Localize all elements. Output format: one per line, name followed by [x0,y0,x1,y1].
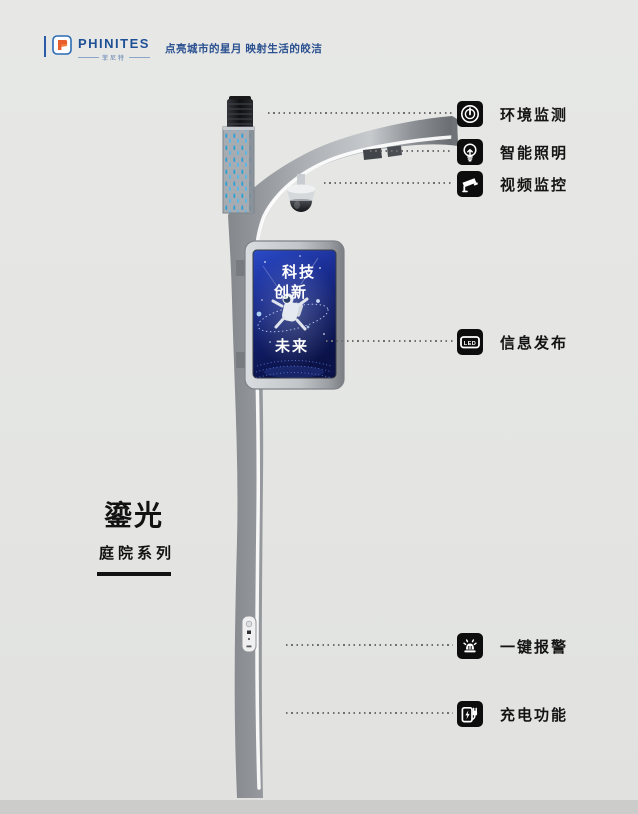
product-name-block: 鎏光 庭院系列 [97,494,171,576]
brand-subtitle-text: 菲尼特 [101,56,126,62]
astronaut-graphic [271,293,309,331]
alarm-icon [457,633,483,659]
screen-text-line2: 创新 [273,283,308,301]
antenna [227,96,253,135]
led-strip-panel [222,126,255,214]
alarm-button-panel [241,615,257,653]
feature-label-charging: 充电功能 [500,706,569,724]
screen-text-line3: 未来 [274,337,309,355]
callout-line-env [268,112,453,114]
led-badge-text: LED [464,341,476,347]
callout-line-info [326,340,453,342]
brand-header: PHINITES 菲尼特 点亮城市的星月 映射生活的皎洁 [44,35,322,62]
brand-subtitle: 菲尼特 [78,53,150,62]
display-screen: 科技 创新 未来 [244,240,345,390]
feature-label-info: 信息发布 [500,334,569,352]
feature-label-video: 视频监控 [500,176,569,194]
pole-body [228,116,458,798]
callout-line-video [324,182,453,184]
subtitle-line-left [78,57,99,58]
brand-name: PHINITES [78,36,150,51]
underline-rule [97,572,171,576]
feature-label-alarm: 一键报警 [500,638,569,656]
brand-text: PHINITES 菲尼特 [78,35,150,62]
callout-env-monitoring: 环境监测 [457,101,568,127]
light-strip [253,135,454,790]
charging-icon [457,701,483,727]
callout-line-light [370,150,453,152]
callout-line-alarm [286,644,453,646]
camera [286,174,316,212]
callout-one-key-alarm: 一键报警 [457,633,568,659]
feature-label-lighting: 智能照明 [500,144,569,162]
gauge-icon [457,101,483,127]
bulb-icon [457,139,483,165]
brand-tagline: 点亮城市的星月 映射生活的皎洁 [164,43,323,55]
screen-text-line1: 科技 [282,263,316,281]
callout-charging: 充电功能 [457,701,568,727]
brand-divider [44,36,46,57]
callout-info-release: LED 信息发布 [457,329,568,355]
product-name: 鎏光 [103,500,164,531]
feature-label-env: 环境监测 [500,106,569,124]
cctv-icon [457,171,483,197]
callout-line-charge [286,712,453,714]
orbit-ring [257,303,329,333]
product-series: 庭院系列 [99,545,176,562]
subtitle-line-right [129,57,150,58]
callout-smart-lighting: 智能照明 [457,139,568,165]
led-display-icon: LED [457,329,483,355]
callout-video-surveillance: 视频监控 [457,171,568,197]
phinites-logo-icon [52,35,72,55]
bottom-strip [0,800,638,814]
